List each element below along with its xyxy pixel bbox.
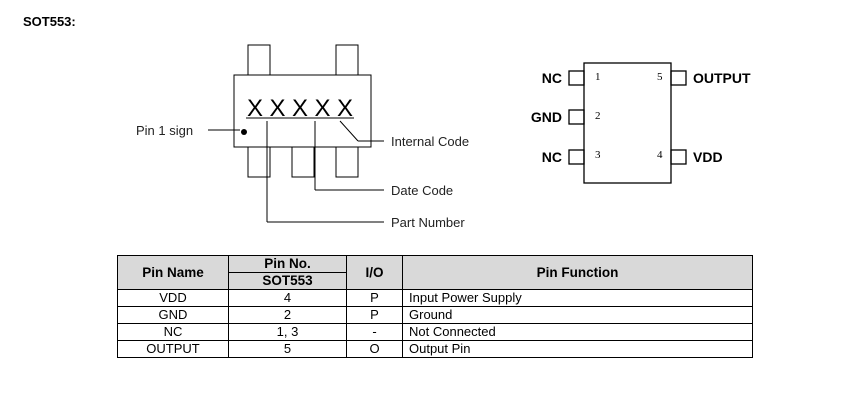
pin-number-1: 1	[595, 71, 601, 83]
table-row: VDD 4 P Input Power Supply	[117, 289, 753, 307]
pin-box-1	[568, 70, 585, 86]
header-package: SOT553	[228, 272, 347, 290]
pin-number-5: 5	[657, 71, 663, 83]
pinout-diagram	[568, 62, 687, 184]
marking-code: XXXXX	[247, 95, 353, 122]
cell-pin-name: GND	[117, 306, 229, 324]
section-heading: SOT553:	[23, 14, 76, 29]
pin-box-2	[568, 109, 585, 125]
cell-function: Ground	[402, 306, 753, 324]
pin-box-3	[568, 149, 585, 165]
table-row: OUTPUT 5 O Output Pin	[117, 340, 753, 358]
pin-name-2: GND	[531, 109, 562, 125]
cell-pin-name: NC	[117, 323, 229, 341]
pin-name-1: NC	[542, 70, 562, 86]
cell-pin-no: 5	[228, 340, 347, 358]
pin-box-4	[670, 149, 687, 165]
header-io: I/O	[346, 255, 403, 290]
pin-name-3: NC	[542, 149, 562, 165]
cell-pin-no: 4	[228, 289, 347, 307]
table-row: NC 1, 3 - Not Connected	[117, 323, 753, 341]
bottom-lead-2	[291, 146, 315, 178]
internal-code-label: Internal Code	[391, 134, 469, 149]
package-diagrams: XXXXX Pin 1 sign Internal Code Date Code…	[136, 44, 751, 230]
cell-pin-name: OUTPUT	[117, 340, 229, 358]
cell-io: P	[346, 289, 403, 307]
cell-pin-no: 1, 3	[228, 323, 347, 341]
pin-number-2: 2	[595, 110, 601, 122]
cell-function: Output Pin	[402, 340, 753, 358]
header-function: Pin Function	[402, 255, 753, 290]
date-code-label: Date Code	[391, 183, 453, 198]
pin-function-table: Pin Name Pin No. I/O Pin Function SOT553…	[117, 255, 753, 358]
cell-pin-name: VDD	[117, 289, 229, 307]
part-number-label: Part Number	[391, 215, 465, 230]
bottom-lead-3	[335, 146, 359, 178]
bottom-lead-1	[247, 146, 271, 178]
header-pin-name: Pin Name	[117, 255, 229, 290]
pin-number-3: 3	[595, 149, 601, 161]
cell-io: -	[346, 323, 403, 341]
marking-diagram	[208, 44, 384, 223]
top-lead-left	[247, 44, 271, 76]
cell-function: Not Connected	[402, 323, 753, 341]
table-row: GND 2 P Ground	[117, 306, 753, 324]
top-lead-right	[335, 44, 359, 76]
cell-io: O	[346, 340, 403, 358]
header-pin-no: Pin No.	[228, 255, 347, 273]
pin-name-4: VDD	[693, 149, 723, 165]
cell-function: Input Power Supply	[402, 289, 753, 307]
pin1-dot	[241, 129, 247, 135]
cell-io: P	[346, 306, 403, 324]
pin1-label: Pin 1 sign	[136, 123, 193, 138]
pin-name-5: OUTPUT	[693, 70, 751, 86]
cell-pin-no: 2	[228, 306, 347, 324]
pin-number-4: 4	[657, 149, 663, 161]
pin-box-5	[670, 70, 687, 86]
